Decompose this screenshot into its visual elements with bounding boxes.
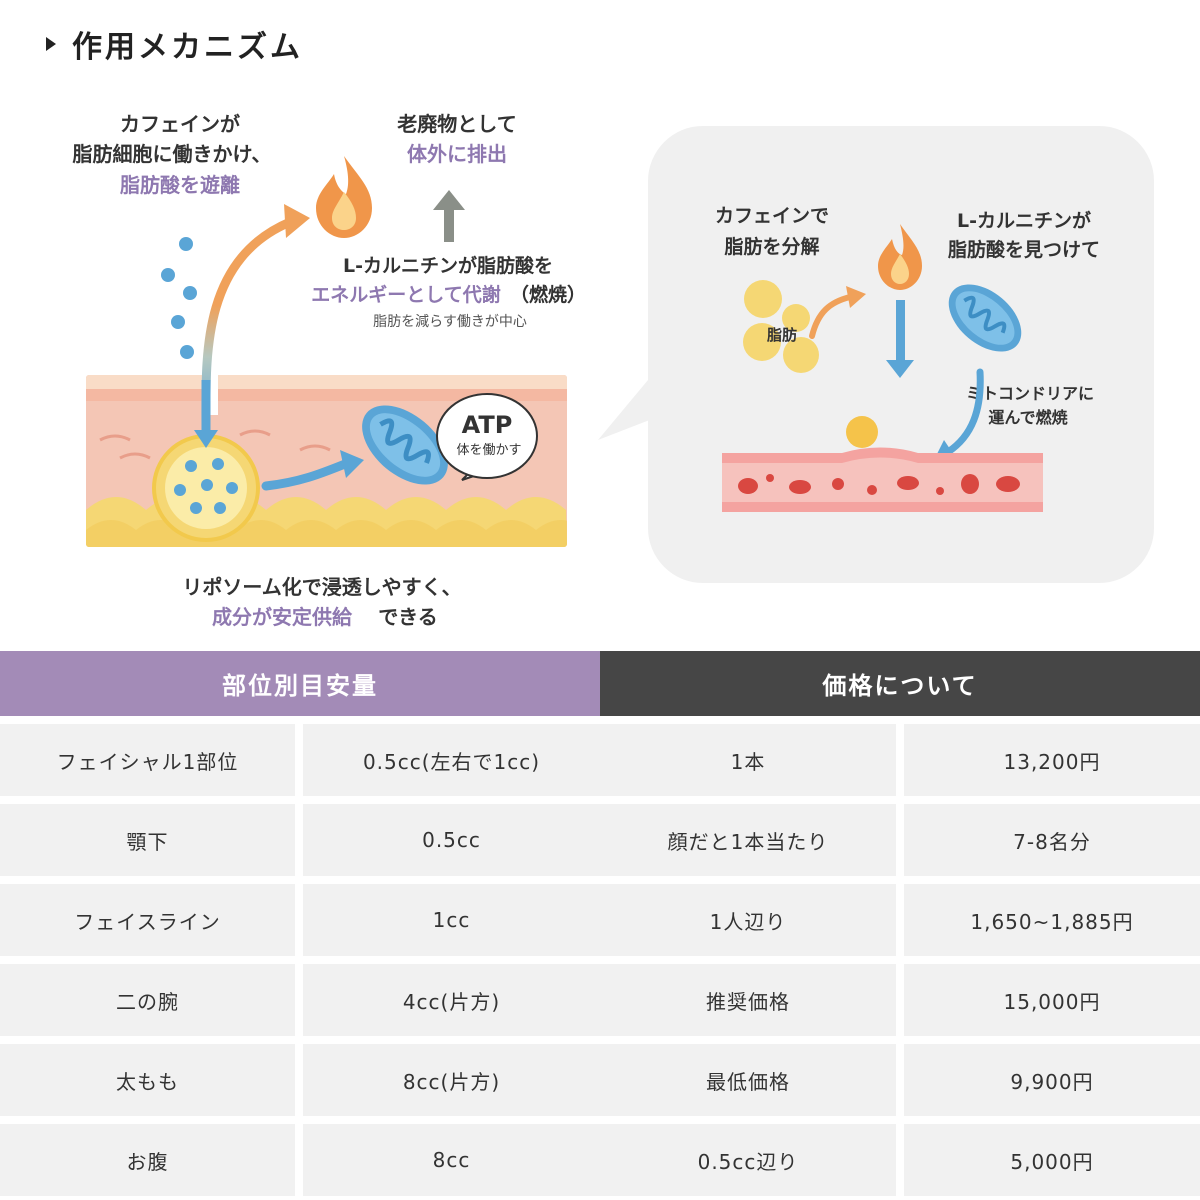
table-cell: 0.5cc(左右で1cc) (303, 724, 600, 796)
table-cell: 8cc (303, 1124, 600, 1196)
table-cell: 13,200円 (904, 724, 1200, 796)
bubble-carnitine-line-2: 脂肪酸を見つけて (948, 238, 1100, 261)
waste-highlight: 体外に排出 (407, 142, 507, 166)
atp-subtitle: 体を働かす (456, 443, 521, 458)
caffeine-highlight: 脂肪酸を遊離 (120, 173, 240, 197)
table-row: 顎下 0.5cc 顔だと1本当たり 7-8名分 (0, 804, 1200, 876)
table-cell: フェイシャル1部位 (0, 724, 295, 796)
table-cell: 1人辺り (600, 884, 896, 956)
caffeine-text-block: カフェインが 脂肪細胞に働きかけ、 脂肪酸を遊離 (73, 112, 272, 197)
price-table: 部位別目安量 価格について フェイシャル1部位 0.5cc(左右で1cc) 1本… (0, 651, 1200, 1196)
carnitine-highlight: エネルギーとして代謝 (311, 283, 500, 306)
table-cell: 推奨価格 (600, 964, 896, 1036)
liposome-text-block: リポソーム化で浸透しやすく、 成分が安定供給 できる (182, 575, 461, 629)
table-cell: 5,000円 (904, 1124, 1200, 1196)
carnitine-text: L-カルニチンが脂肪酸を (343, 254, 553, 277)
table-row: 太もも 8cc(片方) 最低価格 9,900円 (0, 1044, 1200, 1116)
section-heading: 作用メカニズム (46, 22, 303, 66)
bubble-caffeine-line-2: 脂肪を分解 (724, 235, 819, 258)
carnitine-text-block: L-カルニチンが脂肪酸を エネルギーとして代謝 （燃焼） 脂肪を減らす働きが中心 (311, 254, 586, 330)
orange-arrowhead-icon (284, 204, 310, 238)
carnitine-suffix: （燃焼） (510, 283, 586, 306)
header-price: 価格について (600, 651, 1200, 716)
mitochondria-small-icon (948, 284, 1022, 352)
small-orange-arrow-icon (809, 294, 853, 339)
table-cell: 7-8名分 (904, 804, 1200, 876)
fat-label: 脂肪 (767, 326, 797, 344)
table-cell: お腹 (0, 1124, 295, 1196)
caffeine-text-line-1: カフェインが (120, 112, 240, 136)
table-cell: 太もも (0, 1044, 295, 1116)
table-row: お腹 8cc 0.5cc辺り 5,000円 (0, 1124, 1200, 1196)
blood-vessel-icon (722, 447, 1043, 512)
table-cell: 顎下 (0, 804, 295, 876)
flame-small-icon (878, 224, 922, 290)
blue-down-arrowhead-icon (194, 430, 218, 448)
waste-text: 老廃物として (397, 112, 516, 136)
table-cell: 8cc(片方) (303, 1044, 600, 1116)
waste-text-block: 老廃物として 体外に排出 (397, 112, 516, 166)
table-cell: 二の腕 (0, 964, 295, 1036)
mechanism-diagram: カフェインが 脂肪細胞に働きかけ、 脂肪酸を遊離 老廃物として 体外に排出 L-… (73, 112, 1154, 629)
liposome-highlight: 成分が安定供給 (212, 605, 353, 629)
caffeine-dots (161, 237, 197, 359)
table-cell: 最低価格 (600, 1044, 896, 1116)
table-row: フェイシャル1部位 0.5cc(左右で1cc) 1本 13,200円 (0, 724, 1200, 796)
table-cell: 9,900円 (904, 1044, 1200, 1116)
blue-right-arrow-icon (261, 459, 350, 491)
fat-droplet-icon (846, 416, 878, 448)
section-title: 作用メカニズム (72, 30, 303, 65)
mito-line-1: ミトコンドリアに (966, 384, 1094, 403)
triangle-bullet-icon (46, 37, 56, 51)
table-cell: 顔だと1本当たり (600, 804, 896, 876)
carnitine-note: 脂肪を減らす働きが中心 (373, 313, 527, 330)
atp-bubble: ATP 体を働かす (436, 393, 538, 481)
detail-bubble: カフェインで 脂肪を分解 L-カルニチンが 脂肪酸を見つけて 脂肪 (598, 126, 1154, 583)
table-row: フェイスライン 1cc 1人辺り 1,650~1,885円 (0, 884, 1200, 956)
fat-cluster-icon (743, 280, 819, 373)
liposome-text: リポソーム化で浸透しやすく、 (182, 575, 461, 599)
atp-title: ATP (462, 411, 513, 439)
liposome-icon (152, 434, 260, 542)
liposome-suffix: できる (378, 605, 438, 629)
gray-up-arrow-icon (433, 190, 465, 242)
caffeine-text-line-2: 脂肪細胞に働きかけ、 (73, 142, 272, 166)
table-cell: 1本 (600, 724, 896, 796)
table-header: 部位別目安量 価格について (0, 651, 1200, 716)
header-dosage: 部位別目安量 (0, 651, 600, 716)
table-cell: 4cc(片方) (303, 964, 600, 1036)
bubble-caffeine-line-1: カフェインで (715, 205, 829, 227)
table-cell: 0.5cc (303, 804, 600, 876)
blue-curved-arrow-icon (944, 368, 984, 456)
table-row: 二の腕 4cc(片方) 推奨価格 15,000円 (0, 964, 1200, 1036)
table-cell: 1,650~1,885円 (904, 884, 1200, 956)
blue-down-arrow-icon (886, 300, 914, 378)
mitochondria-icon (362, 405, 448, 485)
mito-line-2: 運んで燃焼 (988, 408, 1067, 427)
flame-icon (316, 156, 372, 238)
table-cell: 1cc (303, 884, 600, 956)
table-cell: フェイスライン (0, 884, 295, 956)
table-cell: 0.5cc辺り (600, 1124, 896, 1196)
table-cell: 15,000円 (904, 964, 1200, 1036)
bubble-carnitine-line-1: L-カルニチンが (957, 209, 1091, 232)
